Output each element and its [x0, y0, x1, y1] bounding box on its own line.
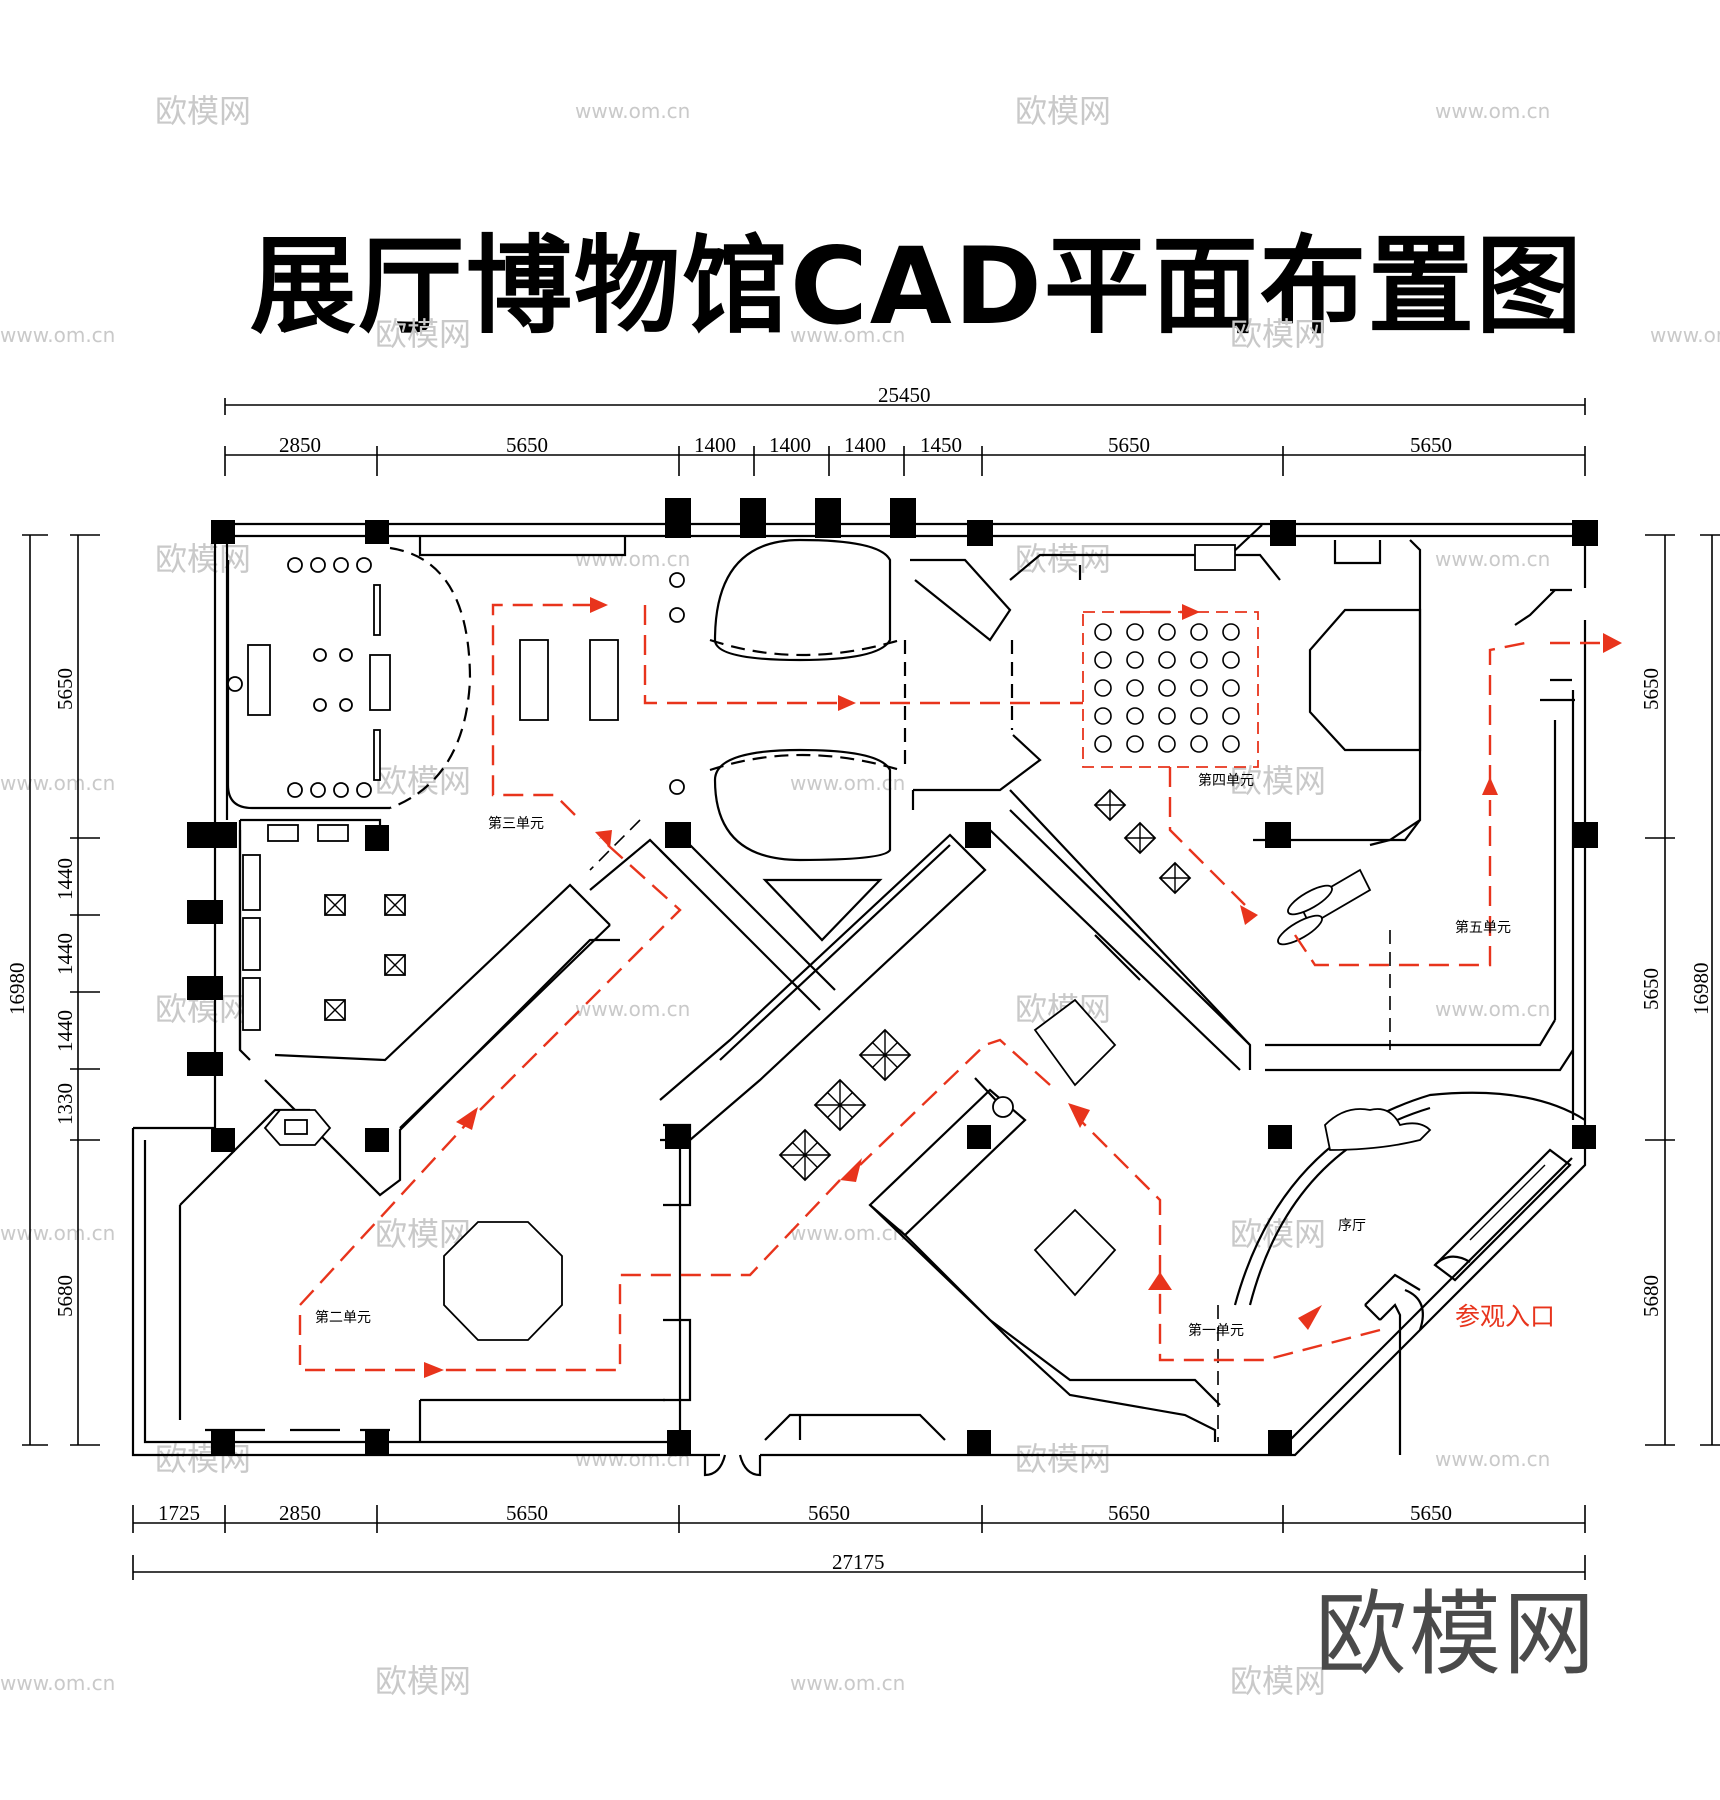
watermark-url: www.om.cn: [575, 997, 690, 1021]
watermark-logo: 欧模网: [155, 92, 251, 130]
dim-top-segment: 5650: [506, 433, 548, 457]
watermark-logo: 欧模网: [1015, 1440, 1111, 1478]
dim-top-segment: 5650: [1410, 433, 1452, 457]
dim-right-overall: 16980: [1689, 963, 1713, 1016]
watermark-url: www.om.cn: [1435, 547, 1550, 571]
dim-bottom-segment: 5650: [808, 1501, 850, 1525]
watermark-url: www.om.cn: [575, 99, 690, 123]
watermark-logo: 欧模网: [1230, 1215, 1326, 1253]
watermark-url: www.om.cn: [790, 1221, 905, 1245]
dim-bottom-overall: 27175: [832, 1550, 885, 1574]
dim-left-segment: 1440: [53, 1010, 77, 1052]
doorway-lines: [589, 819, 1391, 1442]
entrance-label: 参观入口: [1455, 1302, 1555, 1331]
dim-bottom-segment: 5650: [506, 1501, 548, 1525]
dim-top-segment: 2850: [279, 433, 321, 457]
room-labels: 第一单元 第二单元 第三单元 第四单元 第五单元 序厅 参观入口: [315, 772, 1555, 1339]
dim-top-segment: 5650: [1108, 433, 1150, 457]
watermark-url: www.om.cn: [1650, 323, 1720, 347]
dim-left-segment: 1330: [53, 1083, 77, 1125]
dim-top-segment: 1400: [694, 433, 736, 457]
visitor-route: [298, 603, 1600, 1372]
watermark-logo: 欧模网: [1015, 92, 1111, 130]
dim-bottom-segment: 1725: [158, 1501, 200, 1525]
watermark-url: www.om.cn: [575, 547, 690, 571]
dim-right-segment: 5650: [1639, 668, 1663, 710]
watermark-logo: 欧模网: [375, 762, 471, 800]
watermark-logo: 欧模网: [1230, 1662, 1326, 1700]
room-label-foyer: 序厅: [1338, 1218, 1366, 1234]
page-title: 展厅博物馆CAD平面布置图: [250, 225, 1584, 348]
watermark-logo: 欧模网: [155, 540, 251, 578]
dim-left-segment: 5680: [53, 1275, 77, 1317]
room-label-unit5: 第五单元: [1455, 919, 1511, 936]
dim-left-segment: 1440: [53, 933, 77, 975]
dim-top-segment: 1400: [769, 433, 811, 457]
watermark-url: www.om.cn: [0, 1221, 115, 1245]
room-label-unit4: 第四单元: [1198, 772, 1254, 789]
room-label-unit2: 第二单元: [315, 1309, 371, 1326]
dim-bottom-segment: 5650: [1108, 1501, 1150, 1525]
watermark-url: www.om.cn: [0, 771, 115, 795]
watermark-url: www.om.cn: [1435, 997, 1550, 1021]
seating-grid: [1094, 623, 1240, 753]
dim-right-segment: 5650: [1639, 968, 1663, 1010]
room-label-unit1: 第一单元: [1188, 1322, 1244, 1339]
columns: [187, 498, 1598, 1454]
dim-left-segment: 1440: [53, 858, 77, 900]
room-label-unit3: 第三单元: [488, 815, 544, 832]
watermark-url: www.om.cn: [1435, 1447, 1550, 1471]
watermark-logo: 欧模网: [1015, 540, 1111, 578]
watermark-logo: 欧模网: [1230, 762, 1326, 800]
watermark-url: www.om.cn: [1435, 99, 1550, 123]
watermark-logo: 欧模网: [375, 315, 471, 353]
dim-left-overall: 16980: [5, 963, 29, 1016]
watermark-url: www.om.cn: [790, 771, 905, 795]
dim-bottom-segment: 2850: [279, 1501, 321, 1525]
dim-left-segment: 5650: [53, 668, 77, 710]
watermark-url: www.om.cn: [790, 323, 905, 347]
watermark-logo: 欧模网: [375, 1662, 471, 1700]
dim-top-segment: 1450: [920, 433, 962, 457]
dim-bottom-segment: 5650: [1410, 1501, 1452, 1525]
dim-right-segment: 5680: [1639, 1275, 1663, 1317]
watermark-layer: 欧模网 www.om.cn 欧模网 www.om.cn www.om.cn 欧模…: [0, 92, 1720, 1700]
watermark-logo: 欧模网: [1230, 315, 1326, 353]
watermark-url: www.om.cn: [0, 1671, 115, 1695]
watermark-logo: 欧模网: [155, 1440, 251, 1478]
watermark-url: www.om.cn: [0, 323, 115, 347]
route-arrowheads: [424, 597, 1622, 1378]
walls: [131, 522, 1587, 1477]
dim-top-overall: 25450: [878, 383, 931, 407]
dimension-labels: 25450 2850 5650 1400 1400 1400 1450 5650…: [5, 383, 1713, 1574]
dim-top-segment: 1400: [844, 433, 886, 457]
dimension-lines: [22, 398, 1720, 1580]
watermark-url: www.om.cn: [790, 1671, 905, 1695]
exhibit-x-marks: [324, 790, 1190, 1180]
brand-logo: 欧模网: [1315, 1581, 1598, 1688]
